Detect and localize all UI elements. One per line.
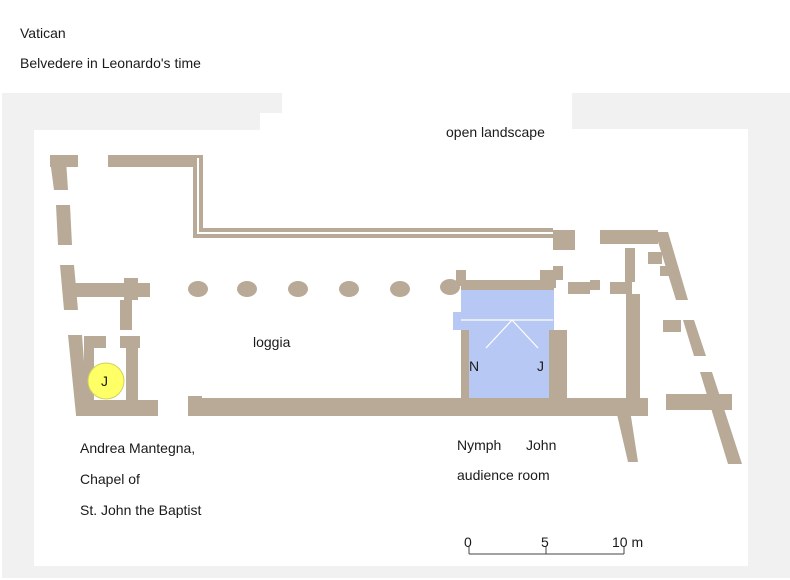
- audience-room-alcove: [453, 312, 554, 330]
- label-chapel-line3: St. John the Baptist: [80, 502, 202, 518]
- audience-room: [461, 288, 554, 398]
- corridor-line: [197, 158, 553, 234]
- label-audience-room: audience room: [457, 467, 550, 483]
- background-tint: [2, 93, 790, 578]
- walls: [50, 155, 742, 464]
- label-chapel-line1: Andrea Mantegna,: [80, 440, 196, 456]
- label-room-j: J: [537, 358, 544, 374]
- label-open-landscape: open landscape: [446, 124, 545, 140]
- scale-tick-0: 0: [464, 534, 472, 550]
- subtitle: Belvedere in Leonardo's time: [20, 55, 201, 71]
- label-john: John: [526, 437, 557, 453]
- label-loggia: loggia: [253, 334, 291, 350]
- label-nymph: Nymph: [457, 437, 502, 453]
- title: Vatican: [20, 25, 66, 41]
- label-chapel-j: J: [101, 373, 108, 389]
- room-lines: [461, 319, 553, 349]
- chapel-marker-circle: [87, 362, 125, 400]
- scale-tick-5: 5: [541, 534, 549, 550]
- label-chapel-line2: Chapel of: [80, 471, 140, 487]
- label-room-n: N: [469, 358, 480, 374]
- scale-tick-10: 10 m: [612, 534, 644, 550]
- scale-bar: [468, 546, 625, 555]
